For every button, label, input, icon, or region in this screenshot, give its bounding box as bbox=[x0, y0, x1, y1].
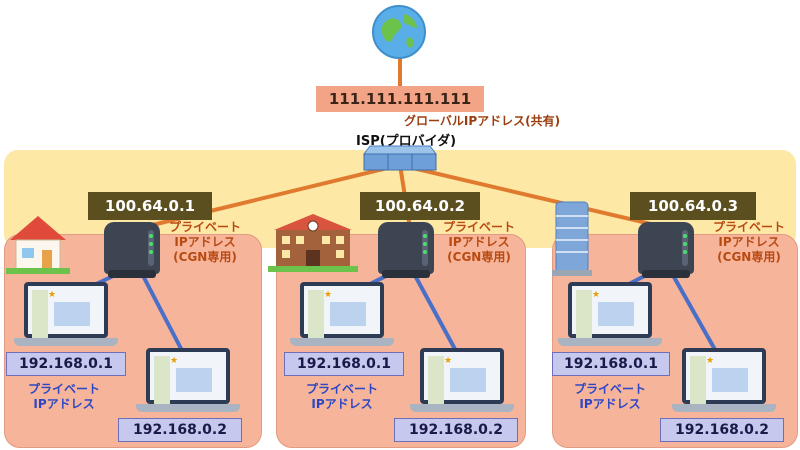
router-icon-2 bbox=[378, 222, 434, 278]
cgn-note-1-line-3: (CGN専用) bbox=[173, 250, 237, 264]
cgn-note-1-line-1: プライベート bbox=[168, 220, 241, 234]
cgn-note-3-line-2: IPアドレス bbox=[718, 235, 780, 249]
cgn-note-2-line-3: (CGN専用) bbox=[447, 250, 511, 264]
cgn-ip-label-3: 100.64.0.3 bbox=[630, 192, 756, 220]
router-2-to-laptop-b bbox=[410, 269, 464, 363]
cgn-note-1: プライベート IPアドレス (CGN専用) bbox=[160, 220, 250, 265]
lan-ip-1b: 192.168.0.2 bbox=[118, 418, 242, 442]
cgn-note-2: プライベート IPアドレス (CGN専用) bbox=[434, 220, 524, 265]
server-icon bbox=[363, 145, 437, 171]
laptop-icon: ★ bbox=[14, 282, 118, 346]
laptop-icon: ★ bbox=[558, 282, 662, 346]
school-icon bbox=[268, 214, 358, 272]
lan-note-1-line-2: IPアドレス bbox=[33, 397, 95, 411]
isp-label: ISP(プロバイダ) bbox=[356, 134, 457, 149]
cgn-note-3-line-1: プライベート bbox=[712, 220, 785, 234]
lan-note-3: プライベート IPアドレス bbox=[560, 382, 660, 412]
globe-icon bbox=[372, 5, 426, 59]
cgn-note-1-line-2: IPアドレス bbox=[174, 235, 236, 249]
lan-note-3-line-1: プライベート bbox=[573, 382, 646, 396]
cgn-note-3-line-3: (CGN専用) bbox=[717, 250, 781, 264]
lan-note-2-line-2: IPアドレス bbox=[311, 397, 373, 411]
router-1-to-laptop-b bbox=[138, 269, 190, 363]
lan-ip-1a: 192.168.0.1 bbox=[6, 352, 126, 376]
lan-ip-2a: 192.168.0.1 bbox=[284, 352, 404, 376]
laptop-icon: ★ bbox=[290, 282, 394, 346]
cgn-note-2-line-1: プライベート bbox=[442, 220, 515, 234]
lan-note-3-line-2: IPアドレス bbox=[579, 397, 641, 411]
router-icon-1 bbox=[104, 222, 160, 278]
router-3-to-laptop-b bbox=[668, 269, 724, 363]
house-icon bbox=[6, 216, 70, 274]
router-icon-3 bbox=[638, 222, 694, 278]
lan-note-2-line-1: プライベート bbox=[305, 382, 378, 396]
cgn-ip-label-2: 100.64.0.2 bbox=[360, 192, 480, 220]
lan-note-1: プライベート IPアドレス bbox=[14, 382, 114, 412]
lan-note-2: プライベート IPアドレス bbox=[292, 382, 392, 412]
laptop-icon: ★ bbox=[136, 348, 240, 412]
cgn-ip-label-1: 100.64.0.1 bbox=[88, 192, 212, 220]
global-ip-note: グローバルIPアドレス(共有) bbox=[404, 114, 561, 128]
lan-note-1-line-1: プライベート bbox=[27, 382, 100, 396]
laptop-icon: ★ bbox=[410, 348, 514, 412]
cgn-note-3: プライベート IPアドレス (CGN専用) bbox=[704, 220, 794, 265]
isp-to-router-3 bbox=[399, 163, 669, 230]
office-building-icon bbox=[552, 201, 592, 276]
lan-ip-3b: 192.168.0.2 bbox=[660, 418, 784, 442]
lan-ip-2b: 192.168.0.2 bbox=[394, 418, 518, 442]
lan-ip-3a: 192.168.0.1 bbox=[552, 352, 670, 376]
global-ip-box: 111.111.111.111 bbox=[316, 86, 484, 112]
cgn-note-2-line-2: IPアドレス bbox=[448, 235, 510, 249]
laptop-icon: ★ bbox=[672, 348, 776, 412]
